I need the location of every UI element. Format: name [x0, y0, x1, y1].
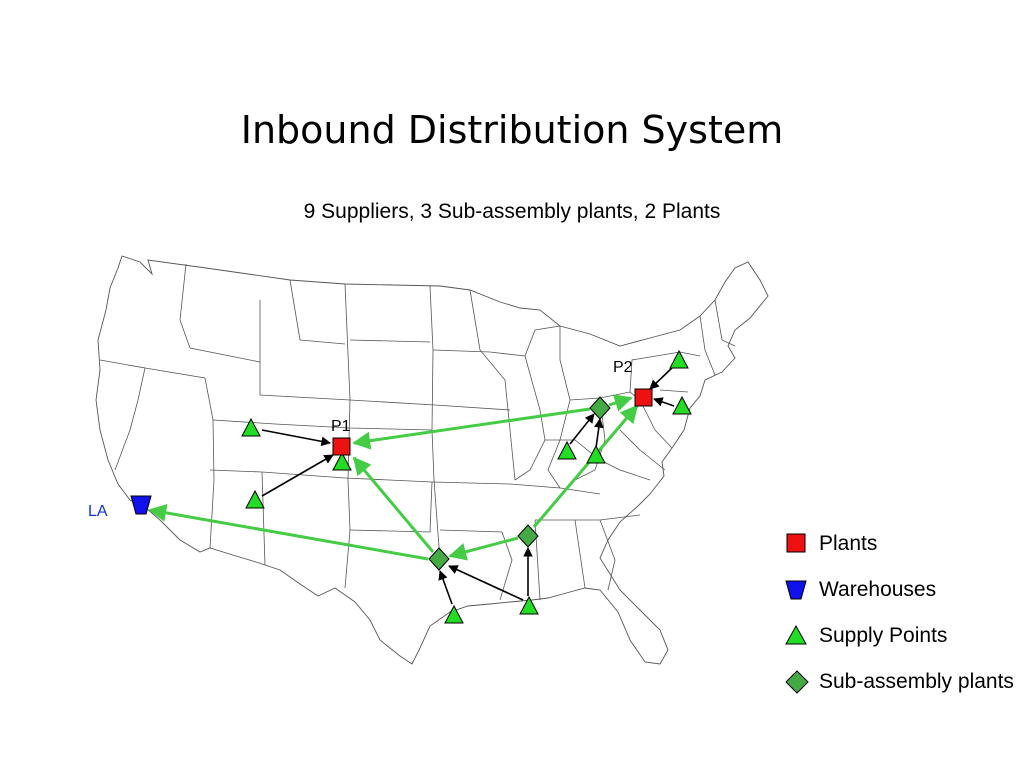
red-square-icon	[786, 533, 806, 553]
plant-p2-square	[634, 388, 653, 407]
supply-point-triangle	[241, 417, 261, 437]
legend-label: Plants	[819, 532, 878, 555]
flow-sub1-to-p1	[352, 407, 591, 450]
flow-sub1-to-p2	[608, 394, 633, 412]
legend-item-supply-points: Supply Points	[784, 622, 947, 650]
flow-supply-to-sub1-a	[569, 413, 595, 445]
supply-point-triangle	[586, 444, 606, 464]
subassembly-plant-diamond	[517, 524, 539, 548]
page-subtitle: 9 Suppliers, 3 Sub-assembly plants, 2 Pl…	[303, 200, 721, 223]
black-flows	[261, 365, 675, 605]
subassembly-plants	[428, 396, 611, 571]
plants	[332, 388, 653, 456]
flow-sub2-to-la	[148, 503, 429, 561]
supply-point-triangle	[519, 595, 539, 615]
plant-p1-square	[332, 437, 351, 456]
legend-item-subassembly-plants: Sub-assembly plants	[784, 668, 1014, 696]
flow-sub3-to-p2	[532, 404, 639, 528]
plant-p2-label: P2	[613, 359, 633, 376]
legend-label: Warehouses	[819, 578, 937, 601]
subassembly-plant-diamond	[589, 396, 611, 420]
us-outline	[95, 255, 769, 665]
warehouse-la-label: LA	[88, 503, 108, 520]
plant-p1-label: P1	[331, 418, 351, 435]
flow-supply-to-p1-b	[261, 454, 334, 497]
flow-supply-to-p1-a	[261, 429, 331, 447]
flow-supply-to-p2-a	[649, 365, 675, 390]
legend-label: Supply Points	[819, 624, 948, 647]
flow-sub3-to-sub2	[448, 536, 519, 561]
legend-item-plants: Plants	[784, 530, 877, 558]
flow-supply-to-sub2-b	[448, 565, 524, 601]
page-title: Inbound Distribution System	[240, 108, 784, 152]
supply-point-triangle	[332, 451, 352, 471]
green-flows	[148, 394, 639, 561]
green-diamond-icon	[785, 670, 809, 694]
flow-supply-to-sub2-a	[438, 570, 453, 605]
subassembly-plant-diamond	[428, 547, 450, 571]
supply-point-triangle	[669, 349, 689, 369]
state-boundaries	[99, 263, 736, 601]
green-triangle-icon	[785, 624, 807, 645]
flow-supply-to-p2-b	[653, 397, 675, 407]
warehouse-la-icon	[130, 495, 152, 515]
supply-point-triangle	[557, 440, 577, 460]
legend-item-warehouses: Warehouses	[784, 576, 936, 604]
legend-label: Sub-assembly plants	[819, 670, 1014, 693]
supply-points	[241, 349, 692, 624]
flow-sub2-to-p1	[352, 456, 435, 553]
supply-point-triangle	[245, 489, 265, 509]
supply-point-triangle	[444, 604, 464, 624]
supply-point-triangle	[672, 395, 692, 415]
blue-funnel-icon	[785, 580, 807, 600]
flow-supply-to-sub1-b	[594, 418, 604, 449]
